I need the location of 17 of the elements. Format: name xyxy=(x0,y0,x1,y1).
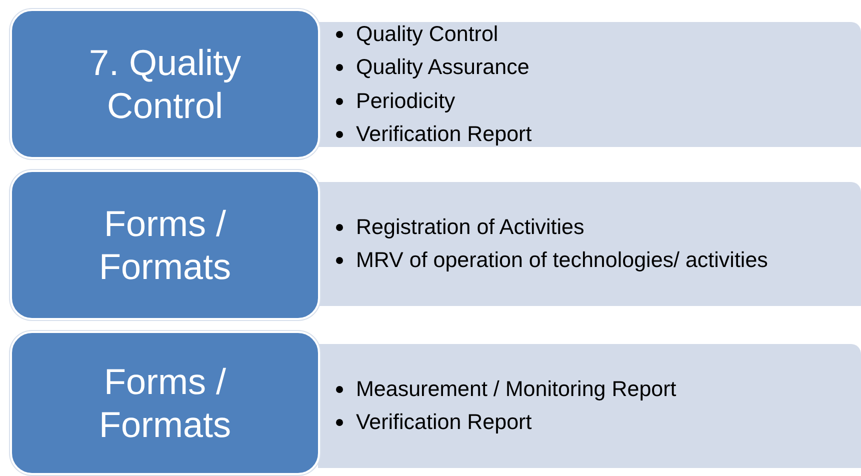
bullet-panel xyxy=(318,344,861,468)
bullet-panel xyxy=(318,182,861,306)
section-heading-box xyxy=(10,9,320,159)
bullet-item: Measurement / Monitoring Report xyxy=(356,376,676,402)
bullet-panel xyxy=(318,22,861,147)
bullet-item: Registration of Activities xyxy=(356,214,584,240)
bullet-item: Quality Assurance xyxy=(356,54,530,81)
bullet-item: Quality Control xyxy=(356,20,498,48)
section-heading-box xyxy=(10,331,320,475)
section-heading-box xyxy=(10,170,320,320)
section-heading: 7. Quality Control xyxy=(88,40,242,128)
section-heading: Forms / Formats xyxy=(98,202,232,288)
bullet-item: Verification Report xyxy=(356,121,532,148)
bullet-item: Verification Report xyxy=(356,409,532,436)
bullet-item: MRV of operation of technologies/ activities xyxy=(356,247,768,274)
section-heading: Forms / Formats xyxy=(98,360,232,446)
bullet-item: Periodicity xyxy=(356,88,456,114)
